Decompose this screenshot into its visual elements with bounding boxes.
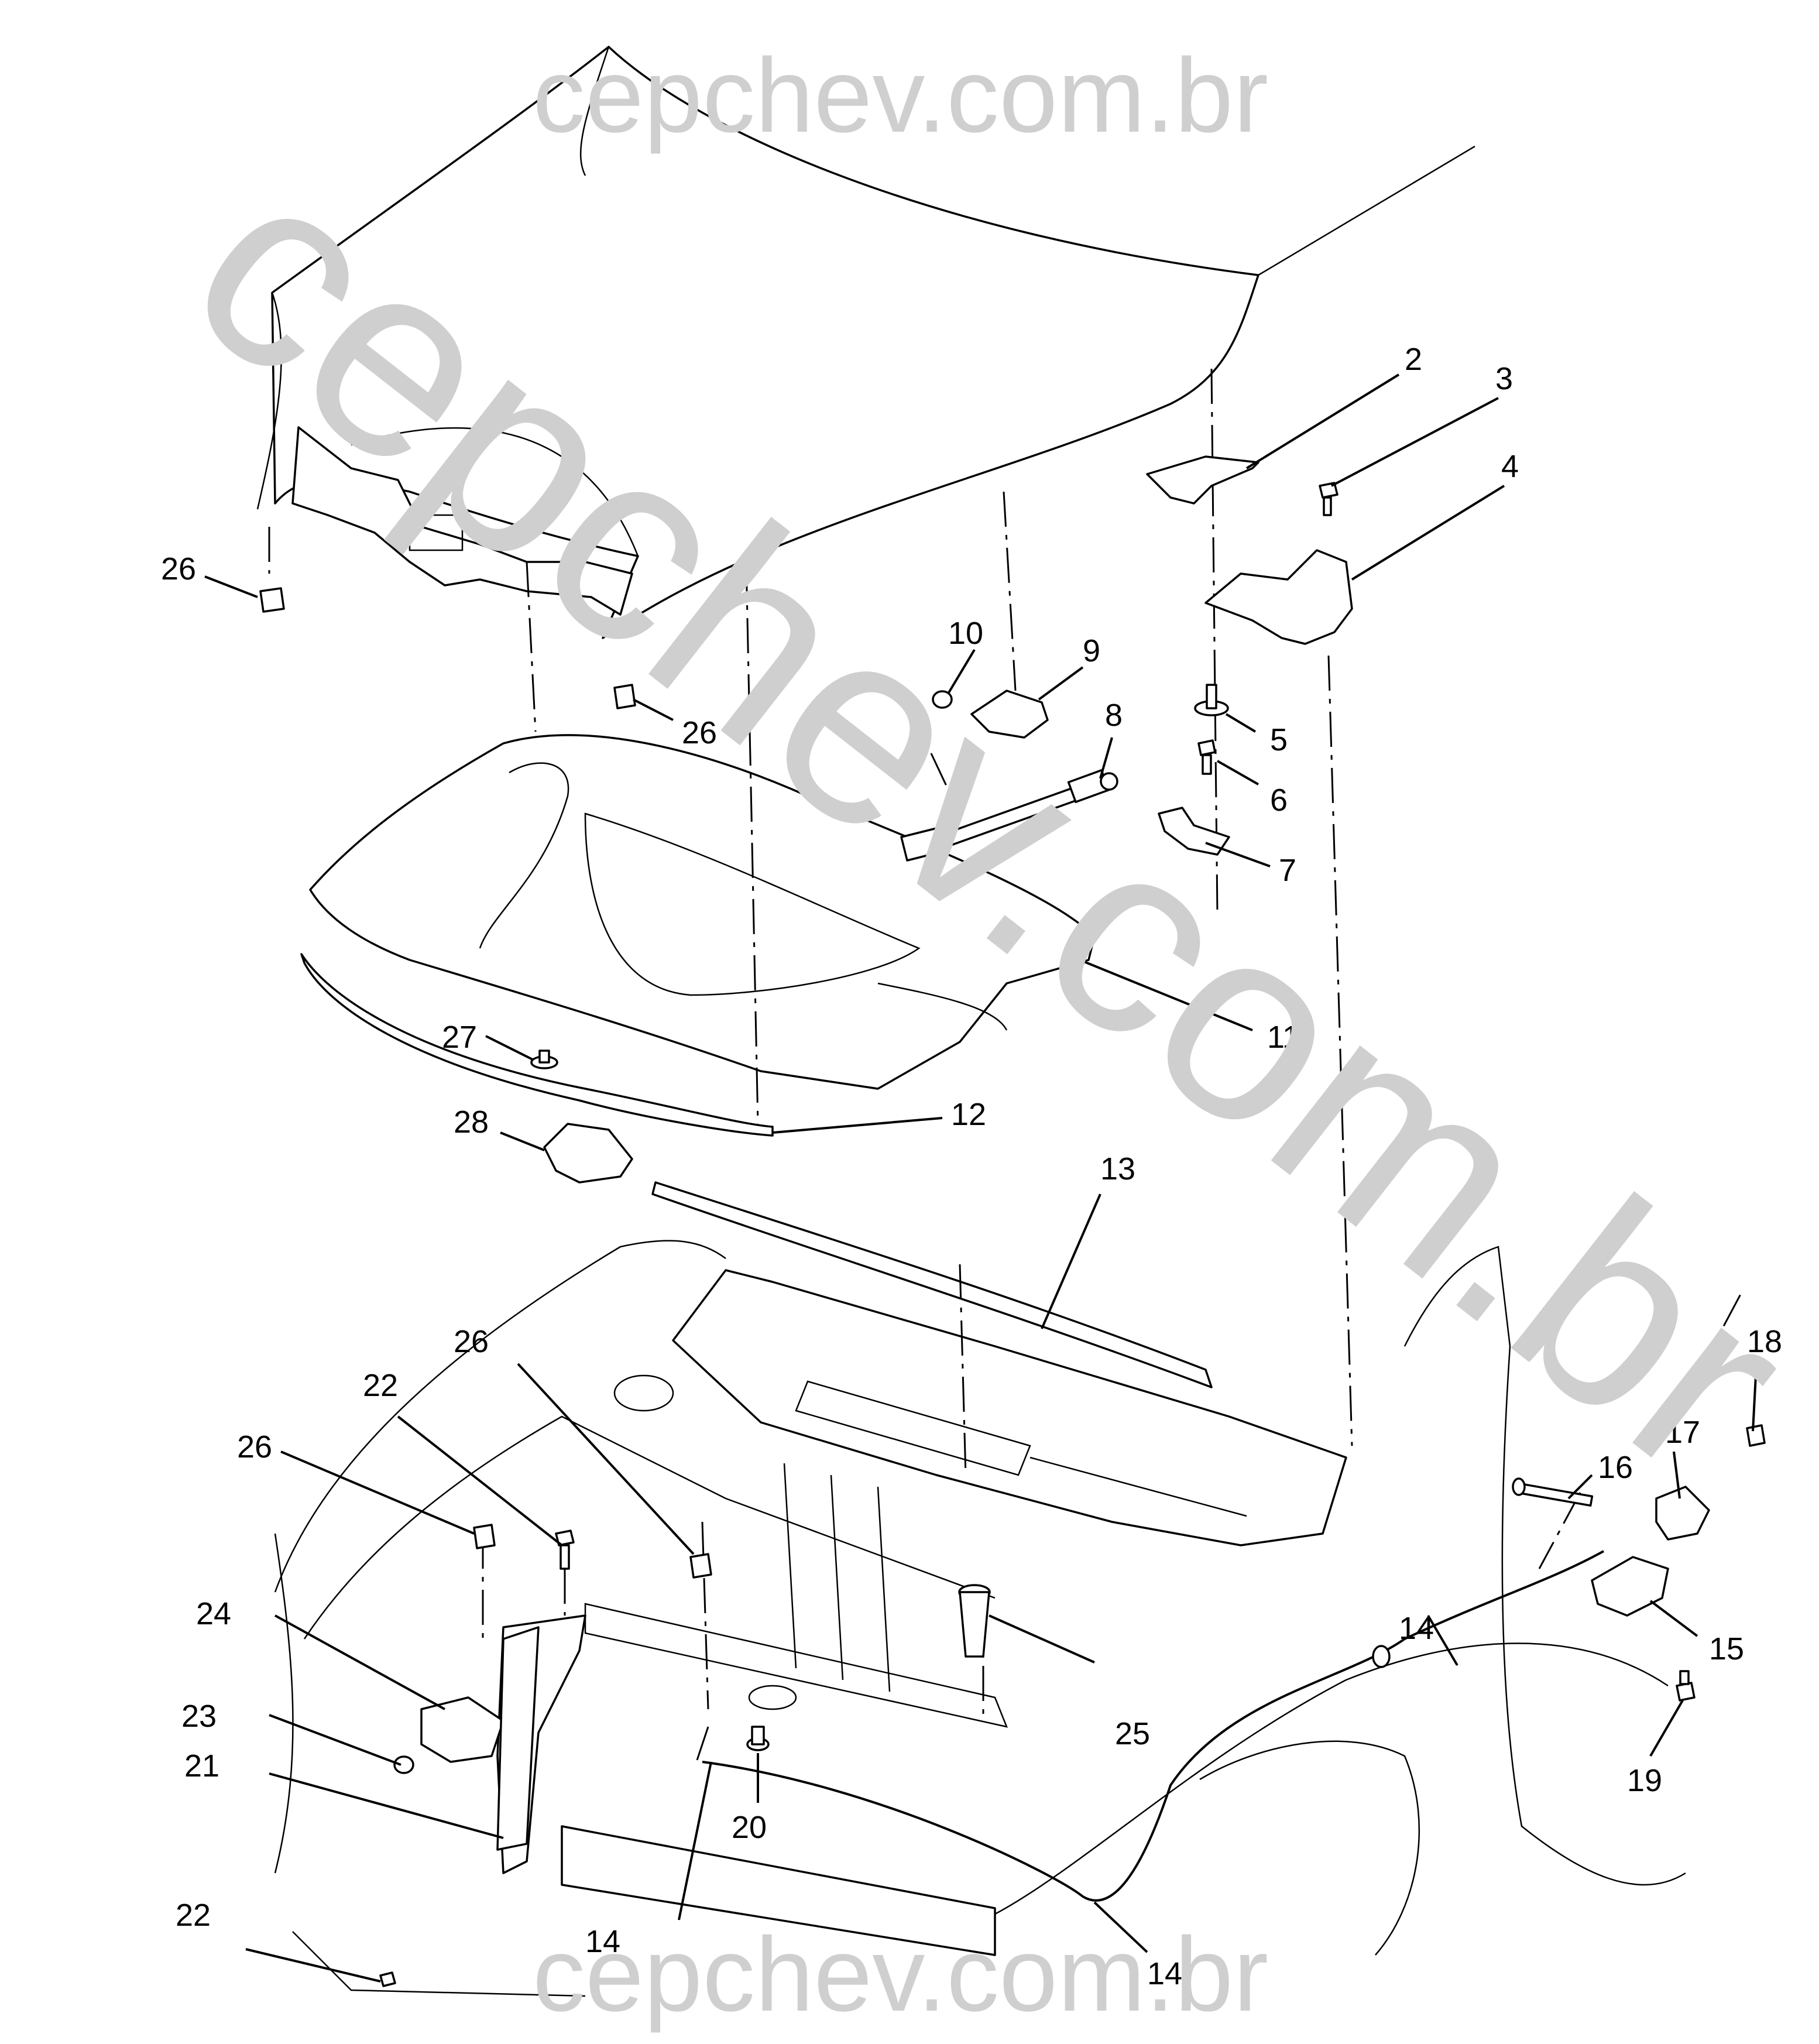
callout-10: 10 bbox=[948, 616, 983, 651]
callout-8: 8 bbox=[1105, 698, 1123, 733]
callout-17: 17 bbox=[1665, 1415, 1700, 1450]
adjustable-hood-bumper bbox=[958, 1584, 991, 1658]
handle-clip bbox=[1746, 1424, 1766, 1447]
callout-13: 13 bbox=[1100, 1151, 1135, 1186]
watermark-bottom: cepchev.com.br bbox=[533, 1916, 1268, 2033]
strut-upper-bracket bbox=[970, 690, 1049, 739]
callout-labels: 2 3 4 5 6 7 8 9 10 11 12 13 14 14 14 15 … bbox=[161, 342, 1782, 1991]
callout-14-bottom: 14 bbox=[1147, 1956, 1182, 1991]
hood-bumper-center bbox=[613, 684, 636, 709]
hood-primary-latch bbox=[420, 1696, 504, 1763]
hood-release-handle bbox=[1655, 1486, 1710, 1541]
cable-clip-20 bbox=[746, 1726, 770, 1751]
callout-21: 21 bbox=[184, 1748, 219, 1784]
hood-bumper-upper-left bbox=[259, 587, 285, 613]
insulator-retainer bbox=[530, 1050, 558, 1069]
bracket-screw bbox=[1676, 1670, 1696, 1702]
hood-rear-seal bbox=[651, 1181, 1213, 1388]
leader-lines bbox=[204, 373, 1757, 1983]
callout-15: 15 bbox=[1709, 1631, 1744, 1666]
watermark-top: cepchev.com.br bbox=[533, 37, 1268, 155]
callout-26-insulator: 26 bbox=[682, 715, 717, 750]
hood-panel bbox=[256, 46, 1475, 639]
hood-front-seal bbox=[300, 953, 774, 1137]
callout-12: 12 bbox=[951, 1097, 986, 1132]
hood-gas-strut bbox=[900, 769, 1118, 862]
latch-support-bracket bbox=[543, 1123, 633, 1184]
callout-5: 5 bbox=[1270, 722, 1288, 757]
callout-27: 27 bbox=[442, 1020, 477, 1055]
callout-2: 2 bbox=[1405, 342, 1422, 377]
callout-26-left: 26 bbox=[237, 1429, 272, 1465]
callout-16: 16 bbox=[1598, 1450, 1633, 1485]
hood-release-cable bbox=[702, 1550, 1604, 1902]
release-pivot-pin bbox=[1512, 1477, 1594, 1507]
callout-6: 6 bbox=[1270, 783, 1288, 818]
release-handle-bracket bbox=[1591, 1556, 1669, 1617]
callout-26-hood: 26 bbox=[161, 551, 196, 587]
callout-4: 4 bbox=[1501, 449, 1519, 484]
cable-grommet bbox=[1372, 1645, 1391, 1668]
callout-20: 20 bbox=[732, 1810, 767, 1845]
callout-7: 7 bbox=[1279, 853, 1296, 888]
callout-14-center: 14 bbox=[585, 1924, 620, 1959]
bolt-22-lower bbox=[379, 1971, 396, 1987]
bolt-22-upper bbox=[555, 1529, 575, 1570]
callout-14-right: 14 bbox=[1399, 1611, 1434, 1646]
hood-hinge-reinforcement bbox=[1146, 455, 1259, 505]
cowl-vent-panel bbox=[672, 1269, 1347, 1546]
hinge-bolt-6 bbox=[1197, 739, 1216, 775]
callout-26-center: 26 bbox=[454, 1324, 489, 1359]
callout-22-upper: 22 bbox=[363, 1368, 398, 1403]
callout-9: 9 bbox=[1083, 633, 1100, 668]
strut-bracket bbox=[1158, 807, 1230, 856]
assembly-lines bbox=[268, 368, 1745, 1762]
callout-19: 19 bbox=[1627, 1763, 1662, 1798]
hinge-stud-5 bbox=[1194, 684, 1229, 716]
hood-bumper-lower-center bbox=[689, 1553, 712, 1579]
callout-18: 18 bbox=[1747, 1324, 1782, 1359]
hood-bumper-lower-left bbox=[473, 1524, 496, 1549]
hinge-bolt-3 bbox=[1319, 482, 1338, 516]
hood-latch-support bbox=[496, 1626, 540, 1851]
callout-24: 24 bbox=[196, 1596, 231, 1631]
callout-23: 23 bbox=[181, 1699, 217, 1734]
callout-3: 3 bbox=[1495, 361, 1513, 396]
hood-insulator bbox=[309, 734, 1096, 1090]
strut-nut bbox=[932, 690, 953, 709]
callout-25: 25 bbox=[1115, 1716, 1150, 1751]
callout-22-lower: 22 bbox=[176, 1898, 211, 1933]
callout-11: 11 bbox=[1267, 1020, 1300, 1055]
hood-hinge bbox=[1204, 549, 1353, 645]
callout-28: 28 bbox=[454, 1105, 489, 1140]
latch-bolt bbox=[393, 1755, 414, 1774]
